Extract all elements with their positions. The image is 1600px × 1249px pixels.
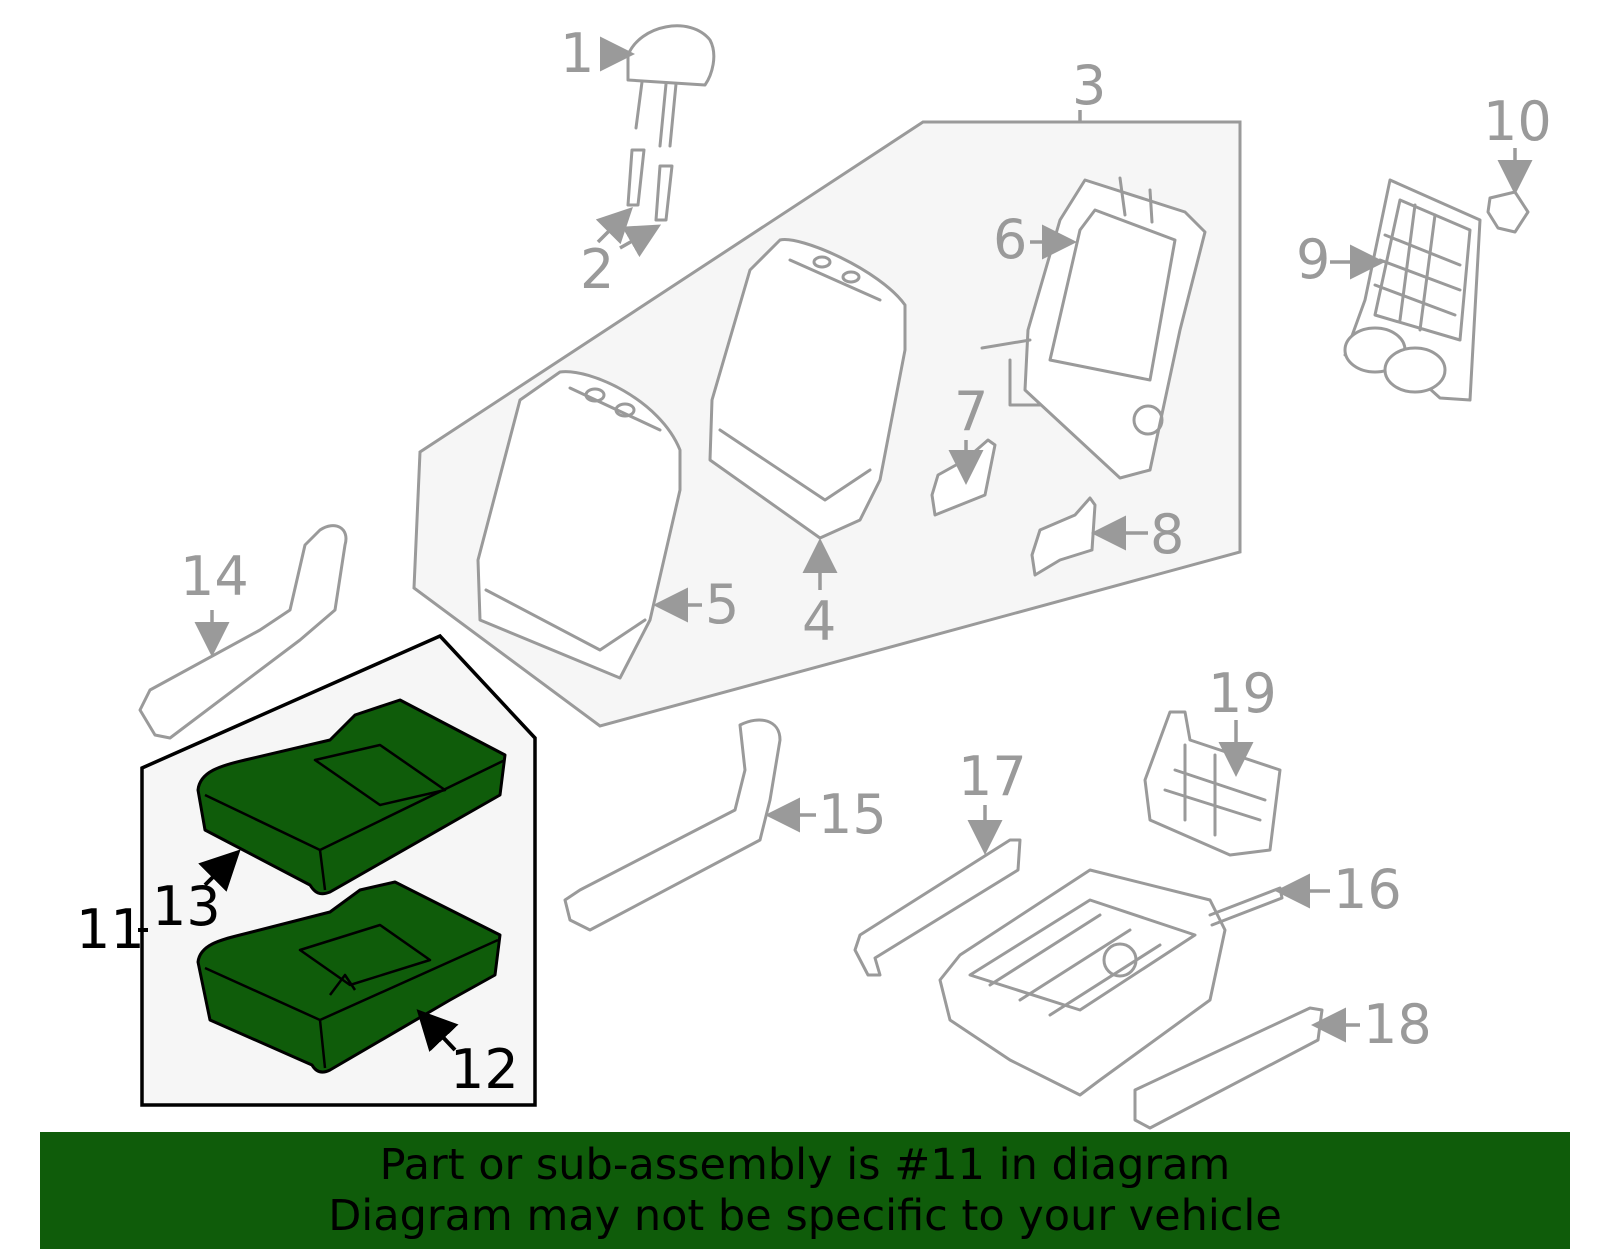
armrest-panel [1343,178,1482,402]
callout-16: 16 [1333,858,1402,921]
headrest-part [626,24,716,222]
callout-6: 6 [993,208,1027,271]
part-info-banner: Part or sub-assembly is #11 in diagram D… [40,1132,1570,1249]
callout-5: 5 [705,573,739,636]
callout-14: 14 [180,545,249,608]
seat-cushion-frame-part-12 [196,880,502,1074]
banner-line-disclaimer: Diagram may not be specific to your vehi… [328,1190,1282,1241]
banner-line-part-number: Part or sub-assembly is #11 in diagram [379,1139,1231,1190]
callout-12: 12 [450,1038,519,1101]
seat-cushion-pad-part-13 [196,698,507,896]
side-trim-part-15 [563,718,782,932]
callout-11: 11 [76,898,145,961]
callout-8: 8 [1150,503,1184,566]
callout-15: 15 [818,783,887,846]
rail-part-17 [853,838,1022,977]
seat-track-assembly [938,868,1284,1097]
callout-4: 4 [802,590,836,653]
trim-part-19 [1143,710,1282,857]
leader-2a [595,207,633,245]
callout-18: 18 [1363,993,1432,1056]
callout-3: 3 [1072,54,1106,117]
leader-13 [198,849,241,892]
seat-back-cover-left [476,370,682,680]
callout-9: 9 [1296,228,1330,291]
callout-13: 13 [152,875,221,938]
leader-2b [619,224,662,258]
cap-part-10 [1486,190,1530,234]
callout-1: 1 [560,22,594,85]
callout-17: 17 [958,745,1027,808]
seat-back-cover-right [708,238,907,540]
callout-2: 2 [580,238,614,301]
callout-10: 10 [1483,90,1552,153]
callout-7: 7 [954,380,988,443]
leader-12 [416,1009,459,1053]
callout-19: 19 [1208,662,1277,725]
